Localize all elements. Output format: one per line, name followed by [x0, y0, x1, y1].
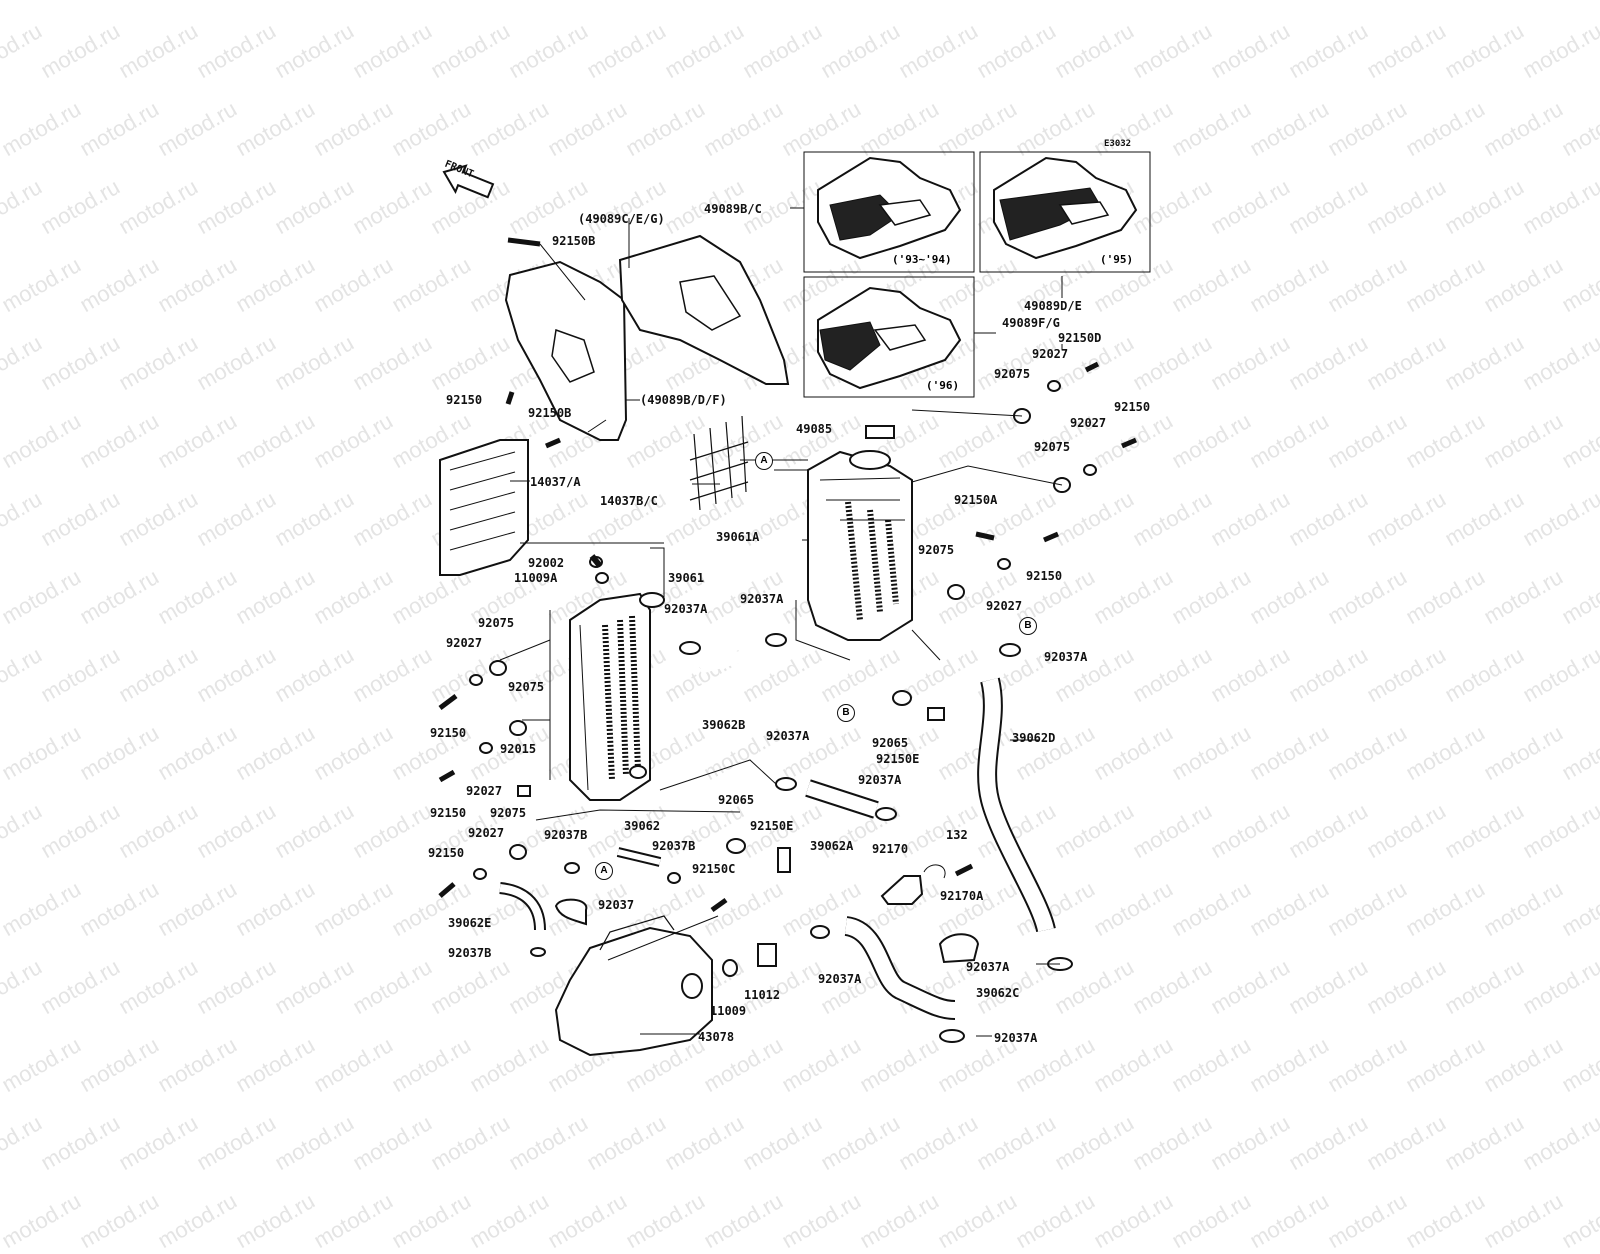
radiator-left [569, 592, 665, 801]
part-label: 14037B/C [600, 494, 658, 508]
part-label: 11009 [710, 1004, 747, 1018]
part-label: 49089F/G [1002, 316, 1060, 330]
part-label: 49089B/C [704, 202, 762, 216]
part-label: 92150 [1026, 569, 1063, 583]
part-label: 92075 [490, 806, 527, 820]
ref-circle-b: B [1019, 617, 1037, 635]
part-label: 92065 [718, 793, 755, 807]
part-label: 92150D [1058, 331, 1102, 345]
part-label: 39062A [810, 839, 854, 853]
variant-box-93-94 [803, 151, 975, 273]
part-label: 92065 [872, 736, 909, 750]
part-label: (49089B/D/F) [640, 393, 727, 407]
part-label: 92037 [598, 898, 635, 912]
part-label: 49085 [796, 422, 833, 436]
part-label: 92037A [766, 729, 810, 743]
part-label: 92150C [692, 862, 736, 876]
part-label: 92037B [652, 839, 696, 853]
part-label: 92150 [430, 806, 467, 820]
part-label: 92075 [994, 367, 1031, 381]
part-label: 92150A [954, 493, 998, 507]
part-label: 92150 [446, 393, 483, 407]
part-label: 92037A [818, 972, 862, 986]
shroud-graphic-96 [817, 286, 962, 390]
bolts [438, 237, 1137, 913]
part-label: 92037B [448, 946, 492, 960]
diagram-code: E3032 [1104, 139, 1132, 149]
radiator-shroud-outer [618, 234, 790, 385]
part-label: 92150B [552, 234, 596, 248]
part-label: 92075 [508, 680, 545, 694]
part-label: 39062 [624, 819, 661, 833]
part-label: 92037A [858, 773, 902, 787]
part-label: 43078 [698, 1030, 735, 1044]
part-label: 132 [946, 828, 968, 842]
part-label: 49089D/E [1024, 299, 1082, 313]
part-label: 39062B [702, 718, 746, 732]
radiator-right [807, 450, 913, 641]
part-label: 92150 [1114, 400, 1151, 414]
shroud-graphic-93-94 [817, 156, 962, 260]
part-label: 92170 [872, 842, 909, 856]
part-label: 92150 [428, 846, 465, 860]
part-label: 92075 [478, 616, 515, 630]
part-label: 92027 [466, 784, 503, 798]
ref-circle-b-2: B [837, 704, 855, 722]
bracket-92170 [880, 864, 980, 964]
part-label: 39061A [716, 530, 760, 544]
shroud-graphic-95 [993, 156, 1138, 260]
part-label: 92150 [430, 726, 467, 740]
ref-circle-a-2: A [595, 862, 613, 880]
part-label: 92037A [966, 960, 1010, 974]
ref-circle-a: A [755, 452, 773, 470]
part-label: 39062E [448, 916, 492, 930]
radiator-guard-left [439, 439, 529, 576]
part-label: 92150B [528, 406, 572, 420]
part-label: 92037A [740, 592, 784, 606]
part-label: 92027 [986, 599, 1023, 613]
diagram-drawing [438, 151, 1151, 1057]
part-label: 92075 [918, 543, 955, 557]
part-label: 92170A [940, 889, 984, 903]
variant-years-93-94: ('93~'94) [892, 253, 952, 266]
part-label: 92037B [544, 828, 588, 842]
radiator-shroud-inner [504, 260, 628, 441]
variant-years-95: ('95) [1100, 253, 1134, 266]
part-label: 92002 [528, 556, 565, 570]
part-label: 39062C [976, 986, 1020, 1000]
part-label: 92037A [994, 1031, 1038, 1045]
variant-years-96: ('96) [926, 379, 960, 392]
part-label: 92037A [664, 602, 708, 616]
radiator-louvre [689, 415, 749, 511]
part-label: 92037A [1044, 650, 1088, 664]
part-label: 92027 [468, 826, 505, 840]
part-label: 39062D [1012, 731, 1056, 745]
part-label: 92075 [1034, 440, 1071, 454]
part-label: 14037/A [530, 475, 581, 489]
leader-lines [499, 207, 1063, 1037]
part-label: 92027 [446, 636, 483, 650]
part-label: 11012 [744, 988, 781, 1002]
part-label: 92027 [1070, 416, 1107, 430]
hose-clamps [530, 633, 1073, 1043]
pipe-39062 [616, 847, 662, 867]
front-arrow-icon [442, 164, 495, 199]
part-label: 92150E [750, 819, 794, 833]
part-label: 92027 [1032, 347, 1069, 361]
part-label: 11009A [514, 571, 558, 585]
part-label: 92150E [876, 752, 920, 766]
part-label: (49089C/E/G) [578, 212, 665, 226]
part-label: 39061 [668, 571, 705, 585]
variant-box-95 [979, 151, 1151, 273]
part-label: 92015 [500, 742, 537, 756]
reservoir-tank [554, 915, 713, 1057]
variant-box-96 [803, 276, 975, 398]
